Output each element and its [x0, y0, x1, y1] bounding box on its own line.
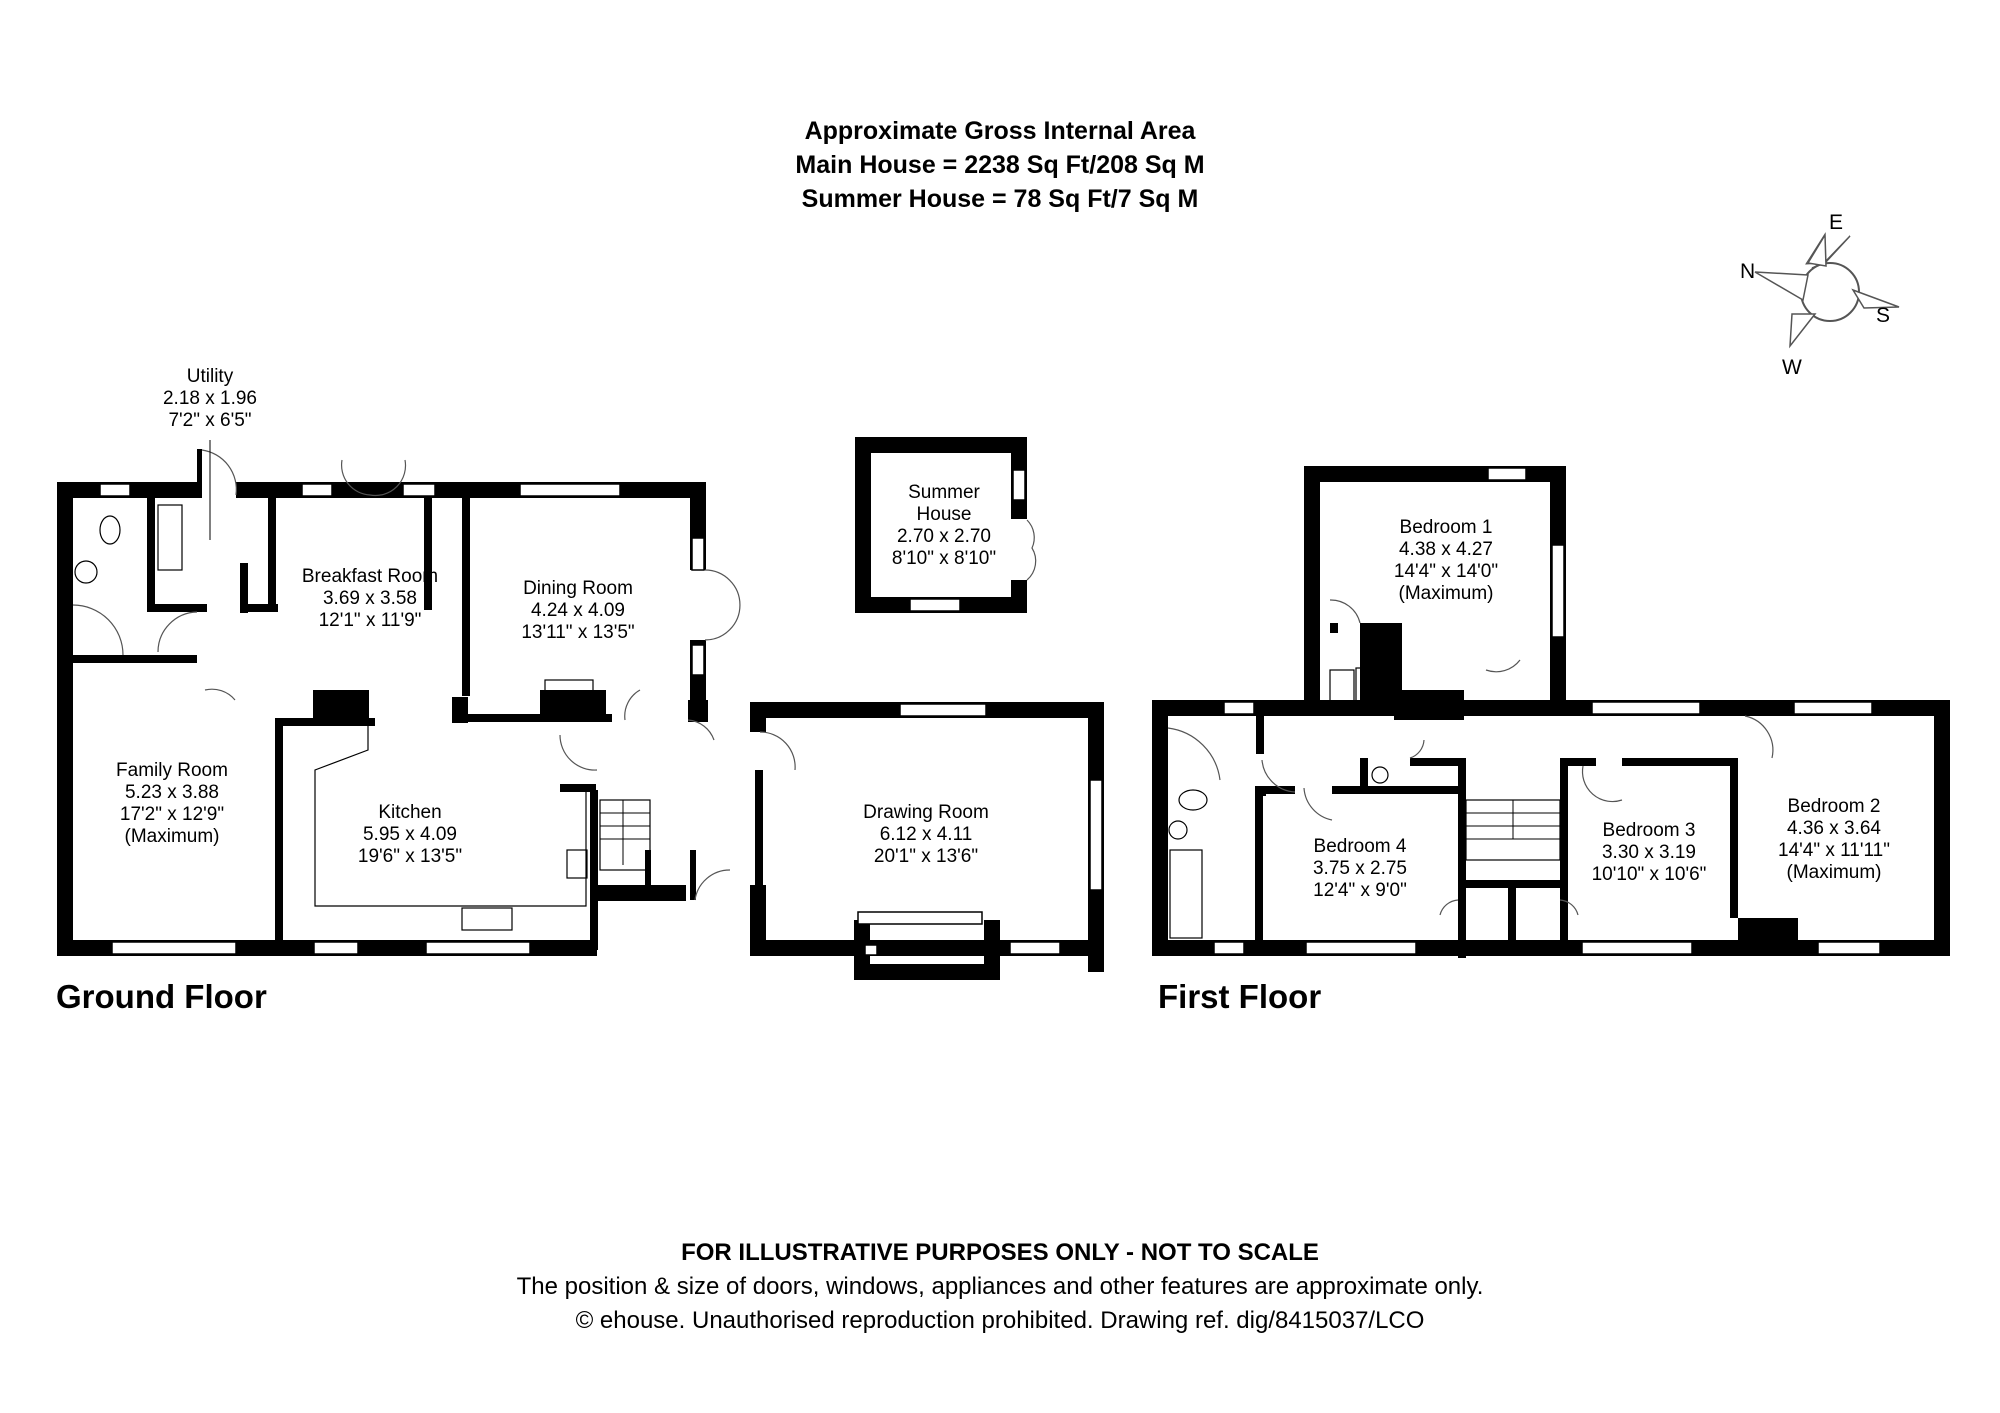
room-note: (Maximum) [125, 826, 220, 847]
room-imperial: 20'1" x 13'6" [874, 846, 978, 867]
compass-icon: N E S W [1740, 211, 1900, 379]
room-dining: Dining Room 4.24 x 4.09 13'11" x 13'5" [521, 578, 634, 643]
room-name: Breakfast Room [302, 566, 438, 587]
summer-house-area: Summer House = 78 Sq Ft/7 Sq M [801, 185, 1199, 213]
room-metric: 5.95 x 4.09 [363, 824, 457, 845]
room-metric: 2.18 x 1.96 [163, 388, 257, 409]
room-imperial: 7'2" x 6'5" [168, 410, 251, 431]
room-metric: 6.12 x 4.11 [880, 824, 973, 845]
room-summer-house: Summer House 2.70 x 2.70 8'10" x 8'10" [892, 482, 996, 569]
compass-south-label: S [1876, 304, 1890, 327]
area-summary: Approximate Gross Internal Area Main Hou… [0, 114, 2000, 216]
room-breakfast: Breakfast Room 3.69 x 3.58 12'1" x 11'9" [302, 566, 438, 631]
room-name: Bedroom 4 [1314, 836, 1407, 857]
area-title: Approximate Gross Internal Area [804, 117, 1196, 145]
room-imperial: 14'4" x 11'11" [1778, 840, 1890, 861]
room-imperial: 12'1" x 11'9" [319, 610, 422, 631]
footer-disclaimer: FOR ILLUSTRATIVE PURPOSES ONLY - NOT TO … [0, 1236, 2000, 1338]
ground-floor-title: Ground Floor [56, 978, 267, 1015]
room-imperial: 12'4" x 9'0" [1313, 880, 1407, 901]
room-metric: 3.69 x 3.58 [323, 588, 417, 609]
room-family: Family Room 5.23 x 3.88 17'2" x 12'9" (M… [116, 760, 228, 847]
room-imperial: 14'4" x 14'0" [1394, 561, 1498, 582]
compass-east-label: E [1829, 211, 1843, 234]
room-name: Kitchen [378, 802, 441, 823]
room-metric: 2.70 x 2.70 [897, 526, 991, 547]
summer-house-plan [855, 437, 1037, 613]
room-note: (Maximum) [1399, 583, 1494, 604]
room-name: Bedroom 2 [1788, 796, 1881, 817]
room-name: Drawing Room [863, 802, 989, 823]
first-floor-plan [1152, 466, 1950, 958]
room-name: Utility [187, 366, 234, 387]
room-note: (Maximum) [1787, 862, 1882, 883]
room-bedroom-1: Bedroom 1 4.38 x 4.27 14'4" x 14'0" (Max… [1394, 517, 1498, 604]
room-bedroom-4: Bedroom 4 3.75 x 2.75 12'4" x 9'0" [1313, 836, 1407, 901]
room-name-line2: House [917, 504, 972, 525]
room-bedroom-3: Bedroom 3 3.30 x 3.19 10'10" x 10'6" [1592, 820, 1707, 885]
room-name: Summer [908, 482, 980, 503]
room-drawing: Drawing Room 6.12 x 4.11 20'1" x 13'6" [863, 802, 989, 867]
room-metric: 5.23 x 3.88 [125, 782, 219, 803]
room-metric: 3.30 x 3.19 [1602, 842, 1696, 863]
room-imperial: 10'10" x 10'6" [1592, 864, 1707, 885]
room-metric: 4.24 x 4.09 [531, 600, 625, 621]
copyright-line: © ehouse. Unauthorised reproduction proh… [575, 1307, 1425, 1334]
room-imperial: 8'10" x 8'10" [892, 548, 996, 569]
room-imperial: 17'2" x 12'9" [120, 804, 224, 825]
room-name: Bedroom 1 [1400, 517, 1493, 538]
main-house-area: Main House = 2238 Sq Ft/208 Sq M [795, 151, 1205, 179]
room-metric: 3.75 x 2.75 [1313, 858, 1407, 879]
approximation-note: The position & size of doors, windows, a… [516, 1273, 1484, 1300]
ground-floor-plan [57, 440, 1104, 980]
room-kitchen: Kitchen 5.95 x 4.09 19'6" x 13'5" [358, 802, 462, 867]
not-to-scale-notice: FOR ILLUSTRATIVE PURPOSES ONLY - NOT TO … [681, 1239, 1319, 1266]
compass-north-label: N [1740, 260, 1755, 283]
compass-west-label: W [1782, 356, 1802, 379]
room-imperial: 13'11" x 13'5" [521, 622, 634, 643]
first-floor-title: First Floor [1158, 978, 1322, 1015]
room-bedroom-2: Bedroom 2 4.36 x 3.64 14'4" x 11'11" (Ma… [1778, 796, 1890, 883]
room-name: Family Room [116, 760, 228, 781]
room-name: Bedroom 3 [1603, 820, 1696, 841]
room-imperial: 19'6" x 13'5" [358, 846, 462, 867]
room-utility: Utility 2.18 x 1.96 7'2" x 6'5" [163, 366, 257, 431]
room-metric: 4.36 x 3.64 [1787, 818, 1881, 839]
room-name: Dining Room [523, 578, 633, 599]
room-metric: 4.38 x 4.27 [1399, 539, 1493, 560]
